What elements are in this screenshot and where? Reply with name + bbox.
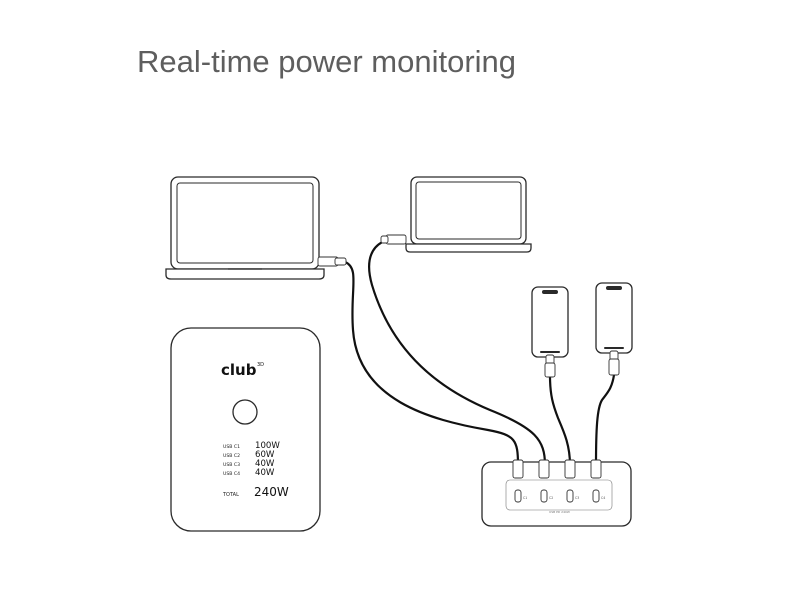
usb-c1-label: USB C1 — [223, 444, 240, 450]
charger-display-panel: club 3D USB C1 USB C2 USB C3 USB C4 100W… — [170, 327, 321, 532]
usb-c3-label: USB C3 — [223, 462, 240, 468]
usb-c2-watts: 60W — [255, 450, 275, 460]
usb-c3-watts: 40W — [255, 459, 275, 469]
hub-port-c3[interactable]: C3 — [566, 489, 579, 503]
hub-port-c2[interactable]: C2 — [540, 489, 553, 503]
svg-text:C1: C1 — [523, 496, 527, 500]
cable-small-laptop — [368, 238, 547, 467]
usb-c1-watts: 100W — [255, 441, 280, 451]
cable-phone-2 — [594, 373, 616, 467]
svg-text:club: club — [221, 361, 257, 379]
page-title: Real-time power monitoring — [137, 44, 516, 79]
cable-plugs — [317, 234, 620, 378]
svg-text:3D: 3D — [257, 362, 264, 368]
svg-text:C3: C3 — [575, 496, 579, 500]
hub-port-c1[interactable]: C1 — [514, 489, 527, 503]
hub-bottom-text: USB PD 240W — [549, 510, 570, 514]
cable-phone-1 — [548, 374, 572, 467]
usb-c2-label: USB C2 — [223, 453, 240, 459]
phone-1-icon — [531, 286, 569, 358]
club3d-logo: club 3D — [221, 361, 264, 379]
cables — [343, 238, 616, 467]
usb-c4-watts: 40W — [255, 468, 275, 478]
power-button[interactable] — [232, 399, 258, 425]
cable-large-laptop — [343, 260, 520, 467]
total-watts: 240W — [254, 485, 289, 499]
total-label: TOTAL — [222, 492, 239, 498]
hub-port-c4[interactable]: C4 — [592, 489, 605, 503]
svg-text:C4: C4 — [601, 496, 605, 500]
large-laptop-icon — [165, 176, 325, 280]
usb-c4-label: USB C4 — [223, 471, 240, 477]
svg-text:C2: C2 — [549, 496, 553, 500]
charging-hub: USB PD 240W C1 C2 C3 C4 — [481, 459, 632, 527]
small-laptop-icon — [405, 176, 532, 253]
phone-2-icon — [595, 282, 633, 354]
